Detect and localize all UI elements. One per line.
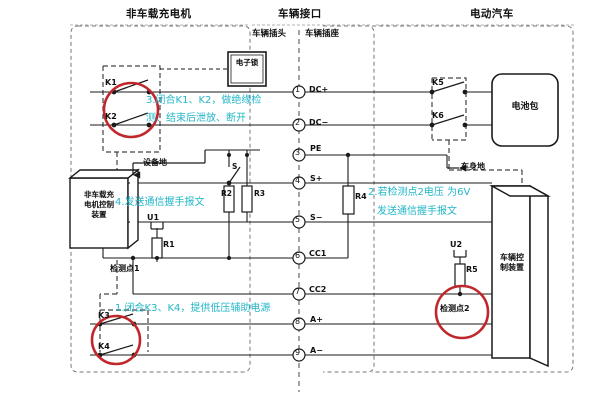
switch-label-k3: K3 [98,311,110,320]
source-label-u1: U1 [147,213,160,222]
resistor-label-r5: R5 [466,265,478,274]
annotation-step-1: 1.闭合K3、K4，提供低压辅助电源 [115,303,271,314]
pin-number-7: 7 [295,287,301,296]
pin-circles [292,85,306,362]
source-label-u2: U2 [450,240,463,249]
battery-pack-label: 电池包 [511,102,539,112]
pin-label-a-minus: A− [310,346,323,355]
equipment-ground-label: 设备地 [143,158,167,167]
source-u2 [453,250,467,258]
switch-label-k1: K1 [105,78,117,87]
header-offboard-charger: 非车载充电机 [126,8,192,20]
test-point-2-label: 检测点2 [440,304,470,313]
test-point-1-label: 检测点1 [110,264,140,273]
switch-k6 [429,114,468,128]
pin-label-cc1: CC1 [309,249,327,258]
header-vehicle-socket: 车辆插座 [305,29,340,39]
pin-number-4: 4 [295,176,301,185]
k1-k2-dashed-box [103,65,161,153]
resistor-r5 [454,257,466,297]
vehicle-socket-enclosure [323,25,375,373]
equipment-ground-symbol [132,150,206,179]
switch-s [226,166,241,186]
annotation-step-3-line1: 3.闭合K1、K2，做绝缘检 [146,95,262,106]
resistor-r2 [223,185,235,260]
pin-label-cc2: CC2 [309,285,327,294]
pin-number-9: 9 [295,348,301,357]
pin-number-1: 1 [295,85,301,94]
highlight-circle-test-point-2 [434,284,490,340]
annotation-step-2-line1: 2.若检测点2电压 为6V [368,187,471,198]
vehicle-control-device-label: 车辆控 制装置 [500,253,524,272]
test-point-1-node [130,255,136,261]
pin-number-5: 5 [295,215,301,224]
switch-k5 [429,81,468,95]
pin-label-pe: PE [310,144,322,153]
header-electric-vehicle: 电动汽车 [470,8,514,20]
pin-number-6: 6 [295,251,301,260]
switch-label-k6: K6 [432,111,444,120]
pin-number-8: 8 [295,317,301,326]
pin-number-3: 3 [295,148,301,157]
source-u1 [150,222,164,230]
switch-label-k2: K2 [105,112,117,121]
offboard-charger-enclosure [70,25,251,373]
highlight-circle-k3-k4 [90,314,142,366]
header-vehicle-plug: 车辆插头 [252,29,287,39]
switch-label-k4: K4 [98,342,110,351]
pin-label-a-plus: A+ [310,315,323,324]
resistor-r1 [151,228,163,262]
body-ground-label: 车身地 [461,162,485,171]
electronic-lock-box [227,51,267,87]
resistor-label-r2: R2 [221,189,232,198]
highlight-circle-k1-k2 [102,81,160,139]
resistor-label-r3: R3 [254,189,265,198]
pin-label-dc-minus: DC− [309,118,329,127]
electric-vehicle-enclosure [372,25,574,373]
header-vehicle-interface: 车辆接口 [278,8,322,20]
annotation-step-2-line2: 发送通信握手报文 [377,206,457,217]
pin-label-dc-plus: DC+ [309,85,329,94]
switch-label-s: S [232,162,238,171]
electronic-lock-label: 电子锁 [235,58,259,67]
vehicle-control-device-box [489,184,551,368]
annotation-step-3-line2: 测、结束后泄放、断开 [146,113,246,124]
resistor-r4 [342,152,355,258]
pin-number-2: 2 [295,118,301,127]
charger-control-device-box [68,168,140,250]
k3-k4-dashed-box [100,309,149,352]
pin-label-s-minus: S− [310,213,323,222]
battery-pack-box [491,73,559,147]
resistor-label-r1: R1 [163,240,175,249]
charger-control-device-label: 非车载充 电机控制 装置 [84,190,114,219]
annotation-step-4: 4.发送通信握手报文 [115,197,205,208]
pin-label-s-plus: S+ [310,174,323,183]
resistor-label-r4: R4 [355,192,367,201]
switch-k2 [111,112,152,128]
switch-label-k5: K5 [432,78,444,87]
